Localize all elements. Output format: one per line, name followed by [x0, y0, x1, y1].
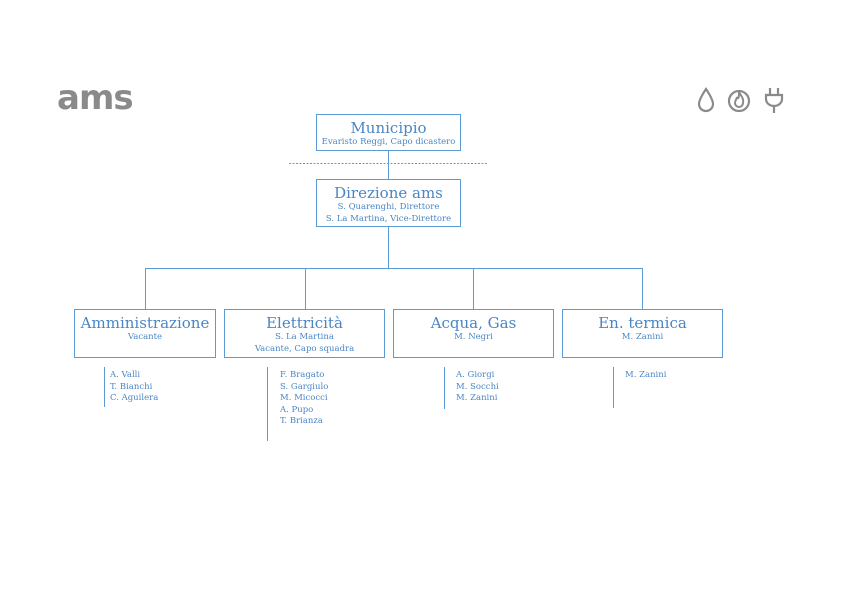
staff-member: M. Micocci: [280, 393, 328, 403]
water-drop-icon: [697, 87, 715, 113]
department-box-amministrazione: Amministrazione Vacante: [74, 309, 216, 358]
utility-icons: [694, 86, 790, 114]
staff-member: T. Brianza: [280, 416, 323, 426]
electric-plug-icon: [764, 88, 784, 113]
gas-flame-icon: [727, 89, 751, 113]
department-title: Amministrazione: [80, 314, 210, 332]
staff-member: M. Zanini: [625, 370, 667, 380]
municipio-head: Evaristo Reggi, Capo dicastero: [321, 137, 456, 147]
staff-member: A. Valli: [110, 370, 141, 380]
department-head: M. Negri: [454, 332, 493, 342]
department-head: S. La Martina: [275, 332, 334, 342]
staff-member: S. Gargiulo: [280, 381, 329, 392]
municipio-title: Municipio: [350, 119, 427, 137]
staff-list-elettricita: F. Bragato S. Gargiulo M. Micocci A. Pup…: [280, 370, 328, 428]
department-box-acqua-gas: Acqua, Gas M. Negri: [393, 309, 554, 358]
department-box-en-termica: En. termica M. Zanini: [562, 309, 723, 358]
department-head: Vacante: [127, 332, 163, 342]
staff-list-acqua-gas: A. Giorgi M. Socchi M. Zanini: [456, 370, 499, 405]
staff-member: T. Bianchi: [110, 381, 153, 392]
staff-member: C. Aguilera: [110, 393, 159, 403]
staff-member: M. Zanini: [456, 393, 498, 403]
staff-member: A. Giorgi: [456, 370, 495, 380]
staff-member: A. Pupo: [280, 404, 314, 415]
ams-logo: ams: [57, 78, 134, 118]
direzione-box: Direzione ams S. Quarenghi, Direttore S.…: [316, 179, 461, 227]
municipio-box: Municipio Evaristo Reggi, Capo dicastero: [316, 114, 461, 151]
direzione-director: S. Quarenghi, Direttore: [337, 202, 440, 212]
staff-member: M. Socchi: [456, 381, 499, 392]
department-title: Acqua, Gas: [430, 314, 517, 332]
staff-list-amministrazione: A. Valli T. Bianchi C. Aguilera: [110, 370, 158, 405]
department-title: En. termica: [598, 314, 687, 332]
direzione-vice-director: S. La Martina, Vice-Direttore: [325, 213, 452, 224]
staff-member: F. Bragato: [280, 370, 325, 380]
department-head: M. Zanini: [621, 332, 664, 342]
direzione-title: Direzione ams: [334, 184, 443, 202]
department-box-elettricita: Elettricità S. La Martina Vacante, Capo …: [224, 309, 385, 358]
department-team-lead: Vacante, Capo squadra: [254, 343, 355, 354]
staff-list-en-termica: M. Zanini: [625, 370, 666, 382]
department-title: Elettricità: [266, 314, 343, 332]
